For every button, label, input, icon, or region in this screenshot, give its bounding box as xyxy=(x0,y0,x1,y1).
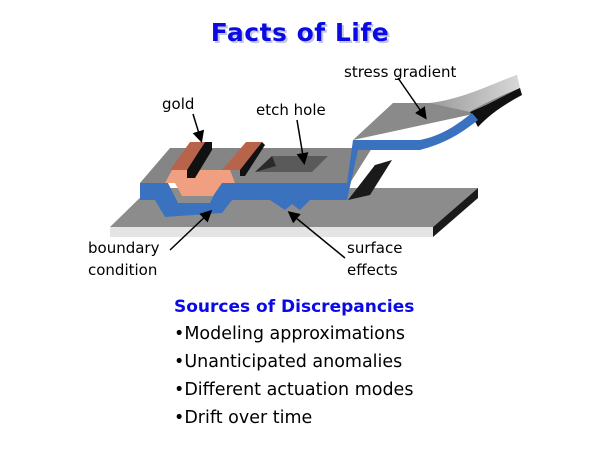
list-item: Unanticipated anomalies xyxy=(174,348,414,376)
stress-gradient-arrow xyxy=(397,77,427,120)
label-boundary-line2: condition xyxy=(88,261,158,279)
slide-title: Facts of Life xyxy=(210,18,390,47)
list-item: Different actuation modes xyxy=(174,376,414,404)
surface-effects-arrow xyxy=(287,211,346,259)
substrate-front xyxy=(110,227,433,237)
sources-list: Modeling approximations Unanticipated an… xyxy=(174,320,414,432)
etch-hole-arrow xyxy=(296,119,309,165)
label-stress-gradient: stress gradient xyxy=(344,63,457,81)
substrate-side xyxy=(433,188,478,237)
label-surface-line2: effects xyxy=(347,261,398,279)
gold-strip-right xyxy=(222,142,262,170)
gold-arrow xyxy=(192,113,205,143)
sources-heading: Sources of Discrepancies xyxy=(174,297,415,317)
label-surface-line1: surface xyxy=(347,239,403,257)
list-item: Drift over time xyxy=(174,404,414,432)
label-boundary-line1: boundary xyxy=(88,239,160,257)
structural-layer xyxy=(140,113,478,217)
boundary-condition-arrow xyxy=(169,209,213,251)
list-item: Modeling approximations xyxy=(174,320,414,348)
label-gold: gold xyxy=(162,95,195,113)
label-etch-hole: etch hole xyxy=(256,101,326,119)
gold-strip-left xyxy=(170,142,205,170)
gold-layer-light xyxy=(165,170,235,196)
sources-section: Sources of Discrepancies Modeling approx… xyxy=(174,294,414,432)
